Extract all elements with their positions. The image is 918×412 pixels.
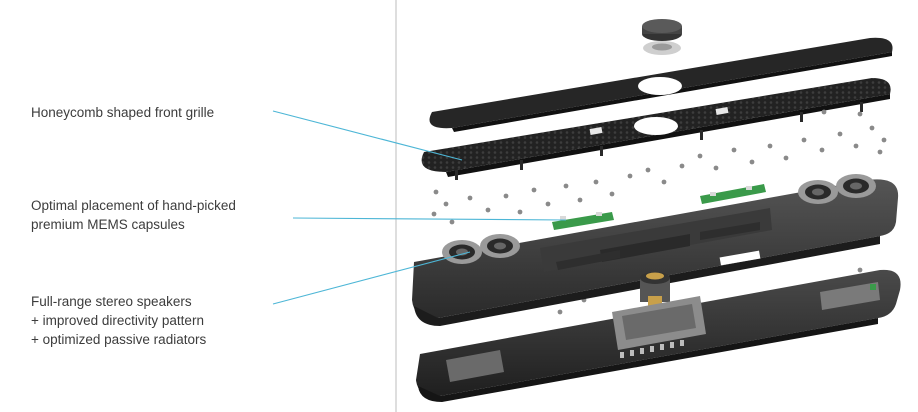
callout-speakers-line-2: + improved directivity pattern — [31, 313, 204, 328]
callout-mems-line-1: Optimal placement of hand-picked — [31, 198, 236, 213]
callout-speakers-line-1: Full-range stereo speakers — [31, 294, 192, 309]
honeycomb-front-grille — [421, 78, 891, 180]
callout-label-grille: Honeycomb shaped front grille — [31, 103, 214, 122]
callout-label-speakers: Full-range stereo speakers + improved di… — [31, 292, 206, 349]
mems-capsule-boards — [552, 184, 766, 230]
camera-module — [640, 272, 670, 306]
callout-grille-line-1: Honeycomb shaped front grille — [31, 105, 215, 120]
top-cover-plate — [429, 37, 893, 132]
callout-speakers-line-3: + optimized passive radiators — [31, 332, 207, 347]
camera-knob — [642, 19, 682, 55]
bottom-base — [416, 269, 901, 402]
callout-line-mems — [292, 217, 567, 221]
right-speaker-pair — [798, 174, 876, 204]
screws — [431, 109, 887, 315]
callout-line-speakers — [272, 251, 471, 305]
callout-mems-line-2: premium MEMS capsules — [31, 217, 185, 232]
callout-label-mems: Optimal placement of hand-picked premium… — [31, 196, 236, 234]
callout-line-grille — [272, 110, 463, 161]
